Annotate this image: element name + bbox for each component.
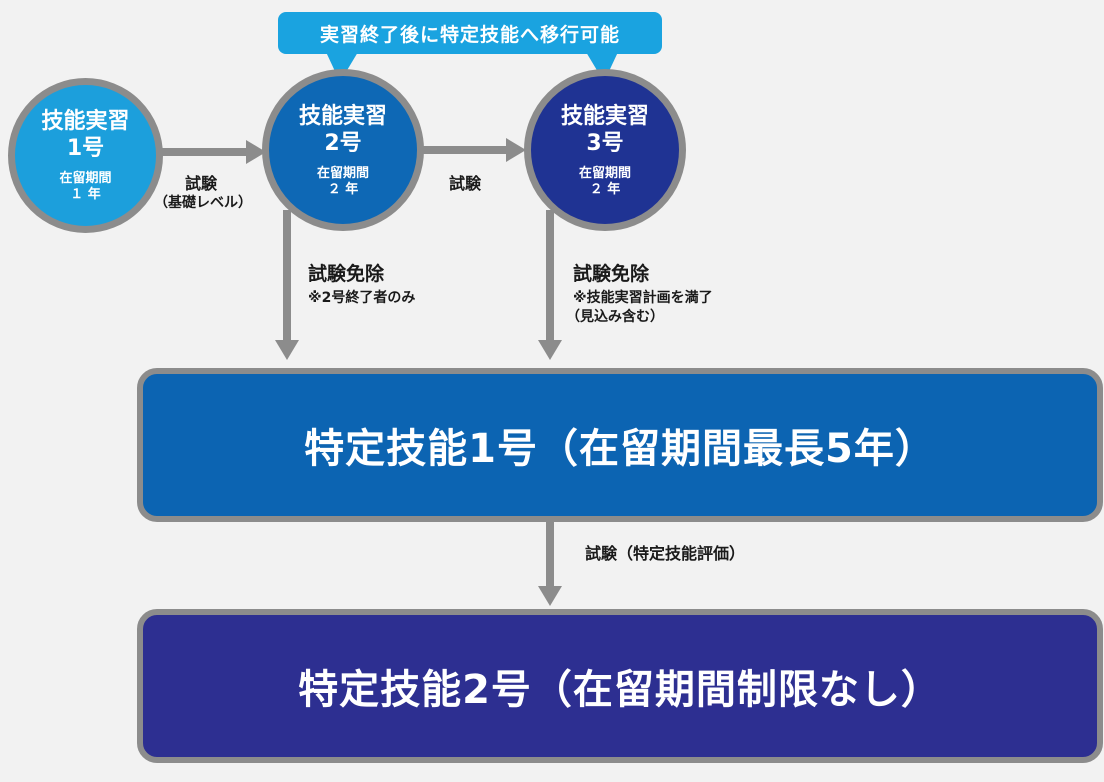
stage-stay-value: ２ 年 — [589, 181, 621, 197]
transition-callout-text: 実習終了後に特定技能へ移行可能 — [319, 23, 620, 46]
stage-circle-2: 技能実習 2号 在留期間 ２ 年 — [262, 69, 424, 231]
arrow-ssw1-to-ssw2-head — [538, 586, 562, 606]
stage-stay-value: ２ 年 — [327, 181, 359, 197]
stage-stay-label: 在留期間 — [578, 165, 631, 181]
stage-stay-label: 在留期間 — [59, 171, 112, 186]
stage-stay-label: 在留期間 — [316, 165, 369, 181]
callout-pointer-right — [586, 52, 618, 82]
stage-title: 技能実習 — [298, 103, 387, 129]
transition-3-to-ssw1-note-line1: ※技能実習計画を満了 — [573, 290, 713, 306]
ssw1-text: 特定技能1号（在留期間最長5年） — [304, 426, 936, 472]
stage-number: 3号 — [586, 130, 624, 156]
stage-title: 技能実習 — [41, 109, 130, 134]
transition-2-to-ssw1-note: ※2号終了者のみ — [308, 290, 416, 306]
ssw1-box: 特定技能1号（在留期間最長5年） — [137, 368, 1103, 522]
stage-stay-value: １ 年 — [70, 187, 101, 202]
transition-2-to-ssw1-label: 試験免除 — [308, 263, 385, 285]
ssw2-box: 特定技能2号（在留期間制限なし） — [137, 609, 1103, 763]
transition-2-to-3-label: 試験 — [449, 174, 482, 193]
stage-circle-1: 技能実習 1号 在留期間 １ 年 — [8, 78, 163, 233]
ssw2-text: 特定技能2号（在留期間制限なし） — [298, 667, 942, 713]
stage-number: 2号 — [324, 130, 362, 156]
stage-circle-3: 技能実習 3号 在留期間 ２ 年 — [524, 69, 686, 231]
transition-1-to-2-note: （基礎レベル） — [154, 195, 252, 211]
transition-3-to-ssw1-note-line2: （見込み含む） — [566, 309, 664, 325]
transition-1-to-2-label: 試験 — [185, 174, 218, 193]
arrow-3-to-ssw1-head — [538, 340, 562, 360]
stage-number: 1号 — [66, 136, 105, 161]
transition-3-to-ssw1-label: 試験免除 — [573, 263, 650, 285]
arrow-1-to-2-head — [246, 140, 266, 164]
arrow-2-to-ssw1-head — [275, 340, 299, 360]
arrow-2-to-3-head — [506, 138, 526, 162]
stage-title: 技能実習 — [560, 103, 649, 129]
transition-callout: 実習終了後に特定技能へ移行可能 — [278, 12, 662, 54]
callout-pointer-left — [326, 52, 358, 82]
transition-ssw1-to-ssw2-label: 試験（特定技能評価） — [585, 544, 746, 563]
